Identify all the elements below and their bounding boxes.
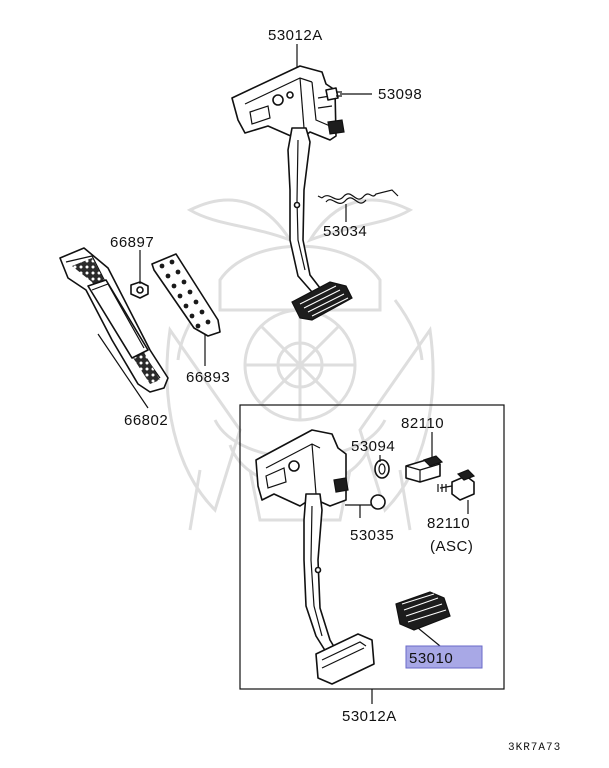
label-switch-lower-note: (ASC) xyxy=(430,538,473,555)
pedal-pad-53010 xyxy=(395,591,451,631)
label-bumper: 53035 xyxy=(350,527,394,544)
label-nut: 66897 xyxy=(110,234,154,251)
highlight-box-53010 xyxy=(405,645,483,669)
label-switch-lower: 82110 xyxy=(427,515,470,532)
label-top-assembly: 53012A xyxy=(268,27,323,44)
brake-pedal-assembly-bottom xyxy=(255,429,375,685)
samurai-helmet-watermark xyxy=(165,198,435,531)
diagram-code: 3KR7A73 xyxy=(508,742,561,754)
bolt-53098 xyxy=(325,87,342,101)
switch-82110-lower xyxy=(437,469,476,501)
label-footrest: 66802 xyxy=(124,412,168,429)
label-switch-upper: 82110 xyxy=(401,415,444,432)
footrest-66802 xyxy=(59,247,169,393)
nut-66897 xyxy=(130,281,149,299)
bumper-53035 xyxy=(370,494,386,510)
label-bolt: 53098 xyxy=(378,86,422,103)
leader-lines xyxy=(97,44,469,704)
pad-66893 xyxy=(151,253,221,337)
stopper-53094 xyxy=(374,459,390,479)
switch-82110-upper xyxy=(405,455,444,483)
brake-pedal-assembly-top xyxy=(231,65,353,321)
label-return-spring: 53034 xyxy=(323,223,367,240)
label-bottom-assembly: 53012A xyxy=(342,708,397,725)
label-pad: 66893 xyxy=(186,369,230,386)
label-stopper: 53094 xyxy=(351,438,395,455)
label-pedal-pad: 53010 xyxy=(409,650,453,667)
return-spring-53034 xyxy=(317,189,399,204)
